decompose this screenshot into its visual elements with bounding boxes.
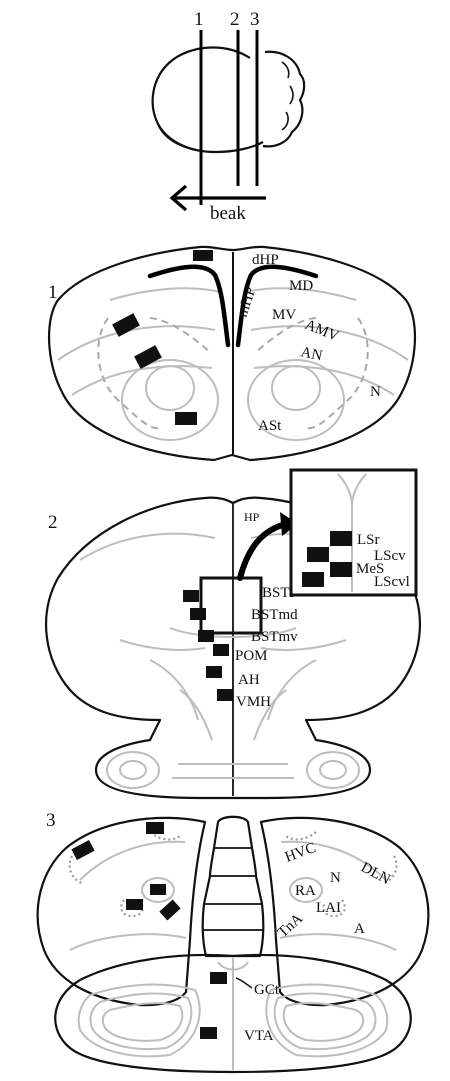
section-2-mark <box>213 644 229 656</box>
section-2-ventral-left <box>120 640 205 650</box>
section-3-DLN-dotted-left <box>70 856 84 884</box>
section-3-lamina-left <box>80 842 185 880</box>
section-2-tract-right <box>268 660 316 720</box>
label-BSTl: BSTl <box>262 585 294 601</box>
section-2-optic-lobe-right-inner <box>320 761 346 779</box>
brainstem-contour <box>284 1003 363 1041</box>
section-2-inset-arrow <box>240 524 286 578</box>
inset-label-LScvl: LScvl <box>374 574 410 590</box>
section-2-zoom-region <box>201 578 261 633</box>
label-MD: MD <box>289 278 313 294</box>
inset-label-LSr: LSr <box>357 532 380 548</box>
section-1-mark <box>175 412 197 425</box>
label-dHP: dHP <box>252 252 279 268</box>
section-2-lamina-left <box>80 534 215 560</box>
section-3-mark <box>200 1027 217 1039</box>
brainstem-outline <box>158 124 196 150</box>
cerebellum-folia <box>282 62 293 130</box>
label-HVC: HVC <box>283 840 318 866</box>
section-2-mark <box>217 689 233 701</box>
section-2: 2 HP BSTl BSTmd BSTmv POM AH <box>46 470 420 798</box>
section-3-mark <box>146 822 164 834</box>
section-1-lamina-left-3 <box>110 288 220 300</box>
label-TnA: TnA <box>275 911 306 941</box>
plane-number-1: 1 <box>194 9 204 30</box>
section-2-optic-lobe-right <box>307 752 359 788</box>
GCt-pointer <box>236 978 252 988</box>
section-2-tract-left <box>150 660 198 720</box>
section-3-arcopallium-left <box>70 934 186 950</box>
section-1-mark <box>193 250 213 261</box>
section-1-striatum-left <box>122 360 218 440</box>
label-N: N <box>330 870 341 886</box>
inset-mark <box>302 572 324 587</box>
label-HP: HP <box>244 510 260 524</box>
section-3-cerebellum <box>203 817 264 956</box>
cerebrum-outline <box>153 47 263 152</box>
section-3: 3 HVC DLN N RA <box>38 810 429 1072</box>
label-A: A <box>354 921 365 937</box>
inset-mark <box>330 562 352 577</box>
label-DLN: DLN <box>358 859 393 888</box>
inset-mark <box>307 547 329 562</box>
section-2-optic-lobe-left-inner <box>120 761 146 779</box>
cerebellum-outline <box>263 52 304 147</box>
section-1-ventricle-right <box>272 366 320 410</box>
label-mHP: mHP <box>235 285 260 319</box>
brainstem-contour <box>103 1003 182 1041</box>
section-3-HVC-dotted-right <box>286 832 316 839</box>
section-1-ventricle-left <box>146 366 194 410</box>
section-2-number: 2 <box>48 512 58 533</box>
label-VTA: VTA <box>244 1028 274 1044</box>
label-BSTmd: BSTmd <box>251 607 298 623</box>
section-3-number: 3 <box>46 810 56 831</box>
section-2-mark <box>190 608 206 620</box>
beak-label: beak <box>210 203 246 224</box>
label-AN: AN <box>299 344 324 364</box>
section-2-mark <box>198 630 214 642</box>
label-RA: RA <box>295 883 316 899</box>
label-POM: POM <box>235 648 268 664</box>
section-1-lamina-left-2 <box>72 366 212 395</box>
section-1: 1 dHP mHP MD MV AMV AN N ASt <box>48 247 415 460</box>
label-N: N <box>370 384 381 400</box>
inset-mark <box>330 531 352 546</box>
section-3-mark <box>210 972 227 984</box>
plane-number-2: 2 <box>230 9 240 30</box>
section-3-mark <box>159 900 180 921</box>
label-GCt: GCt <box>254 982 280 998</box>
lateral-brain-view: 1 2 3 beak <box>153 9 304 224</box>
section-2-optic-lobe-left <box>107 752 159 788</box>
label-MV: MV <box>272 307 296 323</box>
section-3-mark <box>71 840 94 860</box>
section-2-mark <box>183 590 199 602</box>
label-LAI: LAI <box>316 900 341 916</box>
label-ASt: ASt <box>258 418 282 434</box>
label-AMV: AMV <box>303 317 342 345</box>
label-VMH: VMH <box>236 694 271 710</box>
label-BSTmv: BSTmv <box>251 629 298 645</box>
section-1-number: 1 <box>48 282 58 303</box>
section-3-mark <box>150 884 166 895</box>
section-3-arcopallium-right <box>280 934 396 950</box>
plane-number-3: 3 <box>250 9 260 30</box>
section-1-lamina-left <box>58 326 215 360</box>
section-3-mark <box>126 899 143 910</box>
section-2-mark <box>206 666 222 678</box>
label-AH: AH <box>238 672 260 688</box>
